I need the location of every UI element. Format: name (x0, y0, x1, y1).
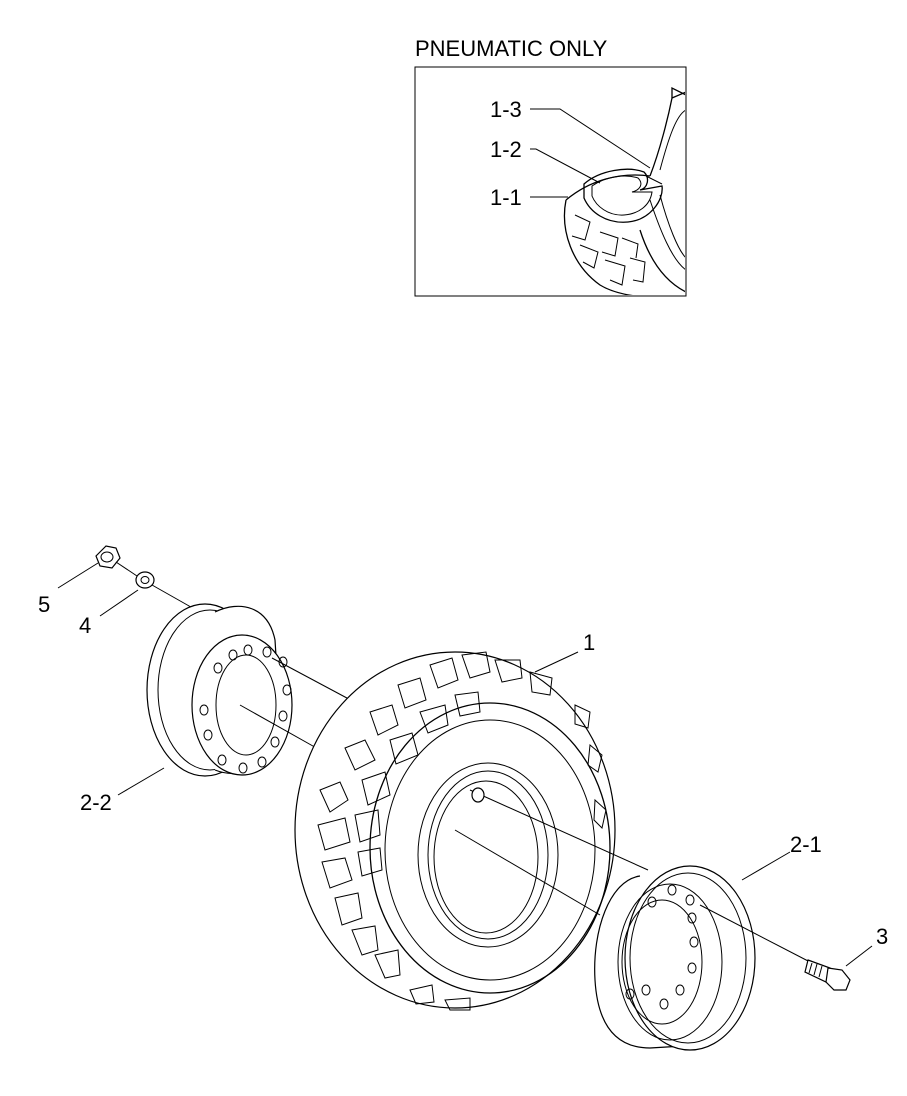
leader-bolt (845, 945, 873, 967)
leader-rim-outer (741, 851, 791, 881)
inset-frame (414, 66, 687, 297)
callout-rim-outer: 2-1 (790, 832, 822, 857)
callout-nut: 5 (38, 592, 50, 617)
callout-washer: 4 (79, 613, 91, 638)
callout-tire: 1 (583, 630, 595, 655)
inset-label-1-3: 1-3 (490, 97, 522, 122)
leader-rim-inner (117, 767, 165, 796)
bolt-part (804, 945, 873, 991)
callout-bolt: 3 (876, 924, 888, 949)
callout-rim-inner: 2-2 (80, 790, 112, 815)
leader-1-3 (530, 108, 651, 169)
outer-rim-bolt-holes (625, 884, 699, 1010)
nut-part (95, 545, 141, 579)
inset-label-1-1: 1-1 (490, 185, 522, 210)
leader-1-2 (530, 148, 601, 184)
inset-panel: PNEUMATIC ONLY (414, 36, 687, 297)
tire-part (294, 651, 649, 1011)
inner-rim-part (146, 603, 361, 777)
leader-washer (99, 589, 139, 617)
inset-label-1-2: 1-2 (490, 137, 522, 162)
tire-tread-blocks (317, 651, 607, 1011)
outer-rim-part (594, 851, 811, 1051)
leader-tire (534, 651, 579, 673)
inset-title: PNEUMATIC ONLY (415, 36, 608, 61)
leader-nut (57, 562, 99, 589)
inset-tire-cutaway (563, 86, 685, 295)
